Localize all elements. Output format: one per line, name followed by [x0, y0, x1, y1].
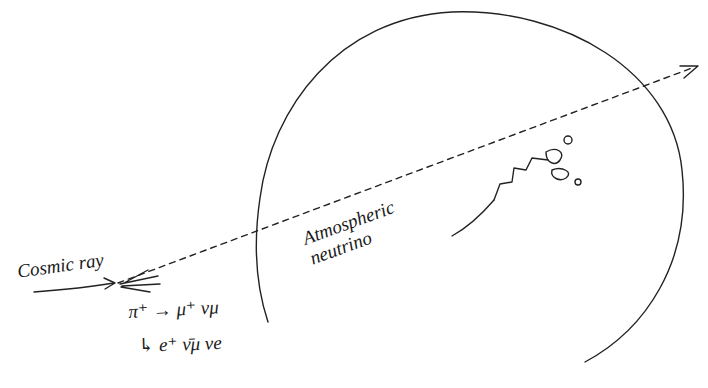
secondary-shower: [120, 270, 160, 292]
earth-outline: [256, 12, 683, 362]
neutrino-label: Atmospheric neutrino: [300, 182, 446, 269]
muon-decay-label: ↳ e⁺ ν̄μ νe: [138, 333, 222, 357]
muon-track: [494, 158, 548, 200]
pion-decay-label: π⁺ → μ⁺ νμ: [128, 297, 219, 323]
bubble: [575, 179, 581, 185]
cosmic-ray-arrow: [34, 283, 114, 292]
arrowhead: [680, 66, 698, 78]
neutrino-path: [118, 68, 692, 283]
bubble: [546, 150, 562, 164]
bubble: [552, 169, 569, 180]
bubble: [564, 136, 572, 144]
arrowhead: [104, 278, 115, 289]
cosmic-ray-label: Cosmic ray: [16, 250, 105, 283]
detector-leader: [452, 200, 494, 236]
